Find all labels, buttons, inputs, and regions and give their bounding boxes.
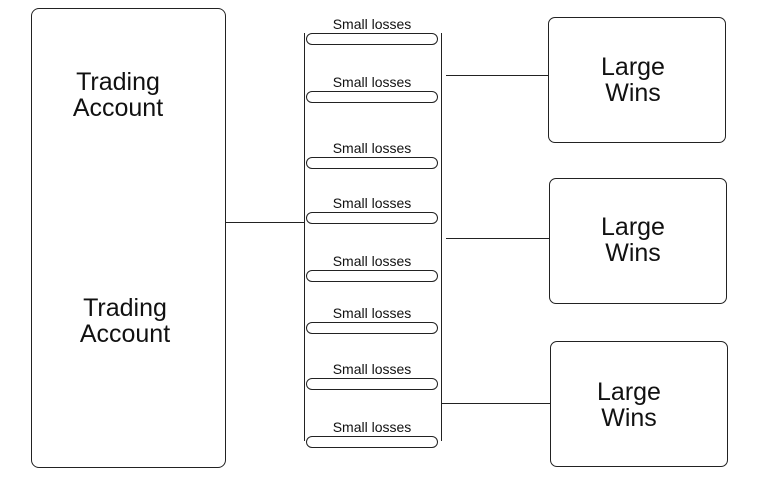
small-loss-item-6: Small losses bbox=[304, 305, 440, 337]
small-loss-label: Small losses bbox=[332, 140, 412, 156]
small-loss-label: Small losses bbox=[332, 305, 412, 321]
small-loss-label: Small losses bbox=[332, 74, 412, 90]
large-wins-label-3: Large Wins bbox=[597, 378, 661, 432]
small-loss-pill bbox=[306, 378, 438, 390]
small-loss-pill bbox=[306, 91, 438, 103]
small-loss-item-1: Small losses bbox=[304, 16, 440, 48]
large-wins-box-1: Large Wins bbox=[548, 17, 726, 143]
small-loss-pill bbox=[306, 436, 438, 448]
small-loss-item-3: Small losses bbox=[304, 140, 440, 172]
connector-column-to-wins-1 bbox=[446, 75, 548, 76]
trading-account-label-2: Trading Account bbox=[79, 294, 171, 348]
small-loss-label: Small losses bbox=[332, 361, 412, 377]
small-loss-pill bbox=[306, 322, 438, 334]
trading-account-box bbox=[31, 8, 226, 468]
small-loss-item-7: Small losses bbox=[304, 361, 440, 393]
large-wins-box-2: Large Wins bbox=[549, 178, 727, 304]
connector-column-to-wins-3 bbox=[442, 403, 550, 404]
connector-column-to-wins-2 bbox=[446, 238, 549, 239]
small-loss-pill bbox=[306, 157, 438, 169]
small-losses-column bbox=[304, 33, 442, 441]
small-loss-item-5: Small losses bbox=[304, 253, 440, 285]
small-loss-pill bbox=[306, 270, 438, 282]
small-loss-pill bbox=[306, 212, 438, 224]
small-loss-item-2: Small losses bbox=[304, 74, 440, 106]
large-wins-label-2: Large Wins bbox=[601, 213, 665, 267]
large-wins-box-3: Large Wins bbox=[550, 341, 728, 467]
small-loss-label: Small losses bbox=[332, 195, 412, 211]
trading-account-label-1: Trading Account bbox=[72, 68, 164, 122]
small-loss-pill bbox=[306, 33, 438, 45]
small-loss-label: Small losses bbox=[332, 419, 412, 435]
small-loss-item-8: Small losses bbox=[304, 419, 440, 451]
large-wins-label-1: Large Wins bbox=[601, 53, 665, 107]
small-loss-item-4: Small losses bbox=[304, 195, 440, 227]
small-loss-label: Small losses bbox=[332, 253, 412, 269]
connector-account-to-column bbox=[226, 222, 304, 223]
small-loss-label: Small losses bbox=[332, 16, 412, 32]
